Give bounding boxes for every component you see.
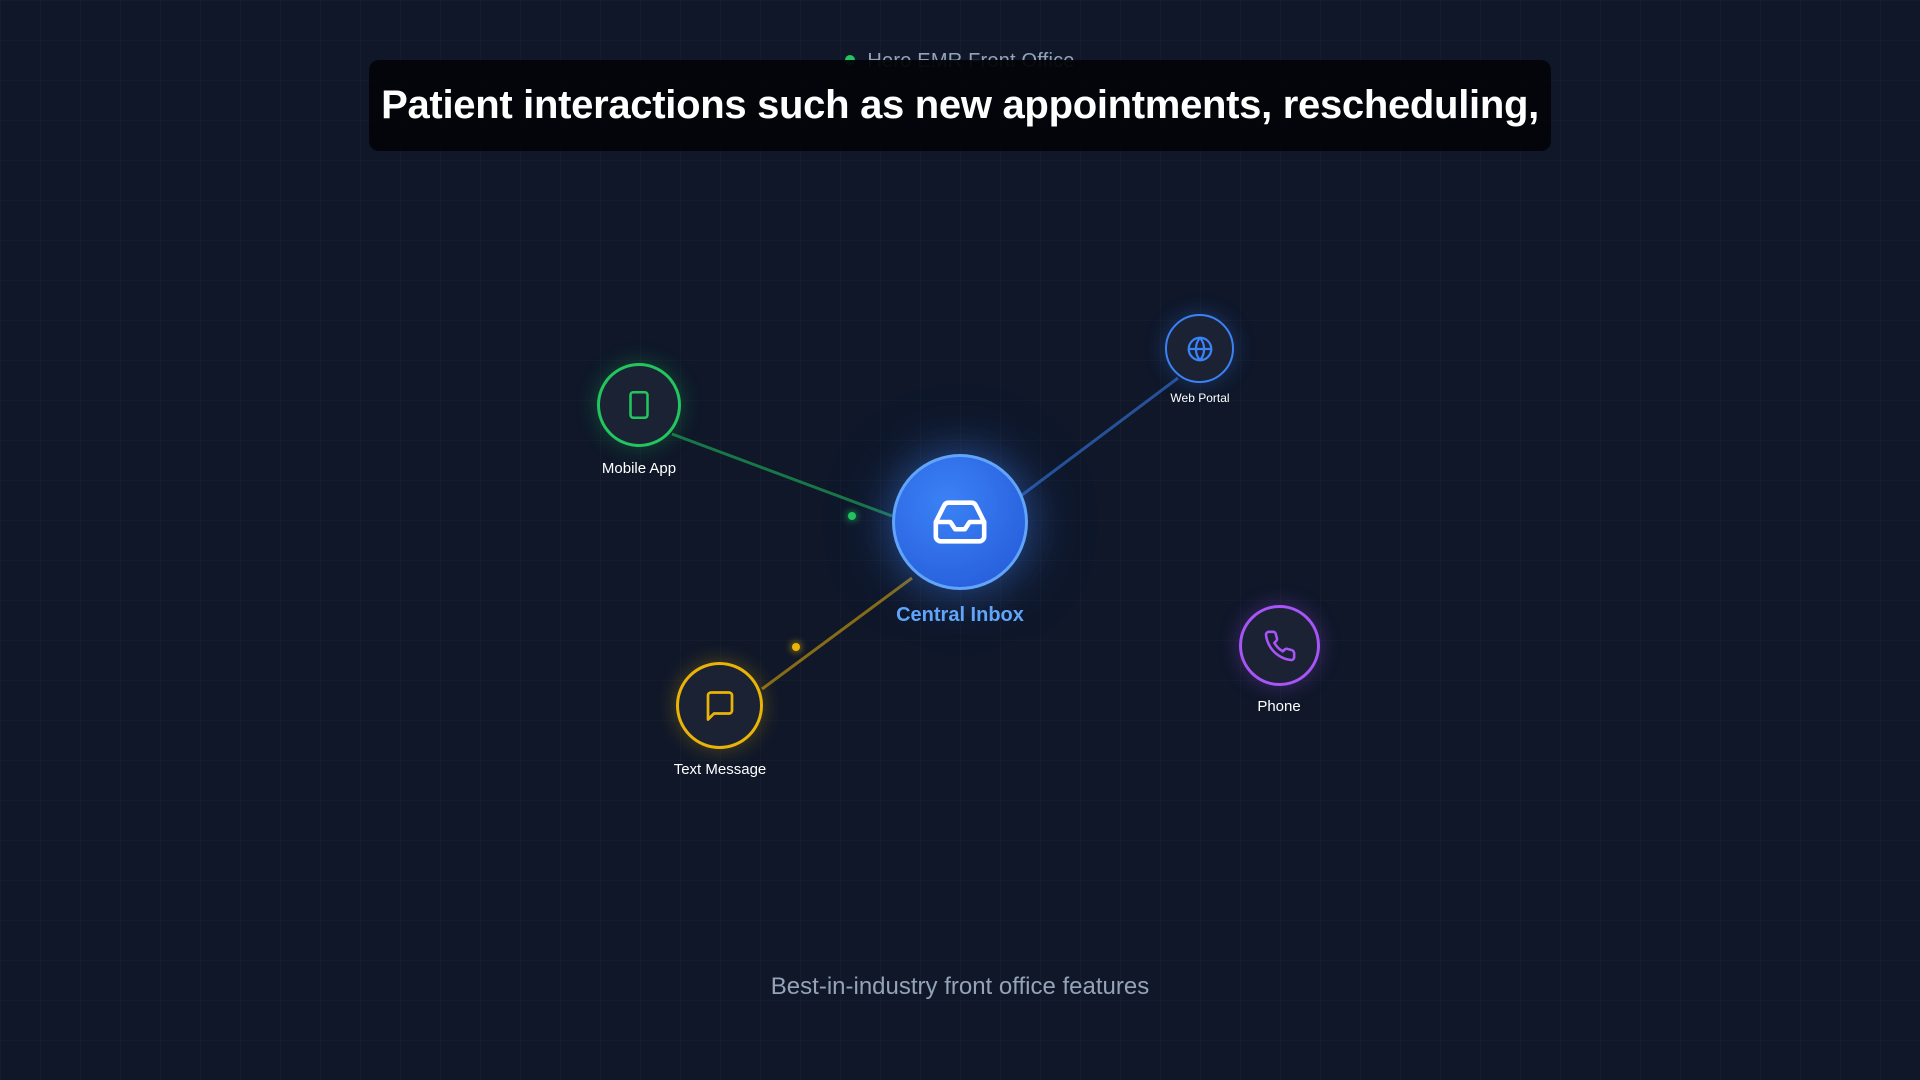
phone-icon [1264, 630, 1295, 661]
central-inbox-label: Central Inbox [896, 604, 1024, 626]
link-web-portal [1021, 376, 1179, 497]
central-inbox-hub[interactable] [892, 454, 1028, 590]
chat-icon [706, 690, 733, 721]
inbox-icon [933, 500, 987, 544]
pulse-dot-mobile [848, 512, 856, 520]
channel-label-web-portal: Web Portal [1170, 391, 1230, 405]
channel-label-mobile-app: Mobile App [601, 460, 677, 477]
link-text-message [761, 576, 913, 691]
channel-label-text-message: Text Message [673, 761, 767, 778]
link-mobile-app [671, 432, 893, 518]
caption-overlay: Patient interactions such as new appoint… [369, 60, 1551, 151]
channel-web-portal[interactable] [1165, 314, 1234, 383]
mobile-icon [629, 390, 649, 420]
channel-phone[interactable] [1239, 605, 1320, 686]
footer-tagline: Best-in-industry front office features [770, 973, 1150, 1000]
status-dot-icon [845, 54, 856, 65]
globe-icon [1187, 336, 1212, 361]
caption-text: Patient interactions such as new appoint… [381, 83, 1539, 127]
channel-text-message[interactable] [676, 662, 763, 749]
channel-mobile-app[interactable] [597, 363, 681, 447]
pulse-dot-text [792, 643, 800, 651]
channel-label-phone: Phone [1257, 698, 1301, 715]
